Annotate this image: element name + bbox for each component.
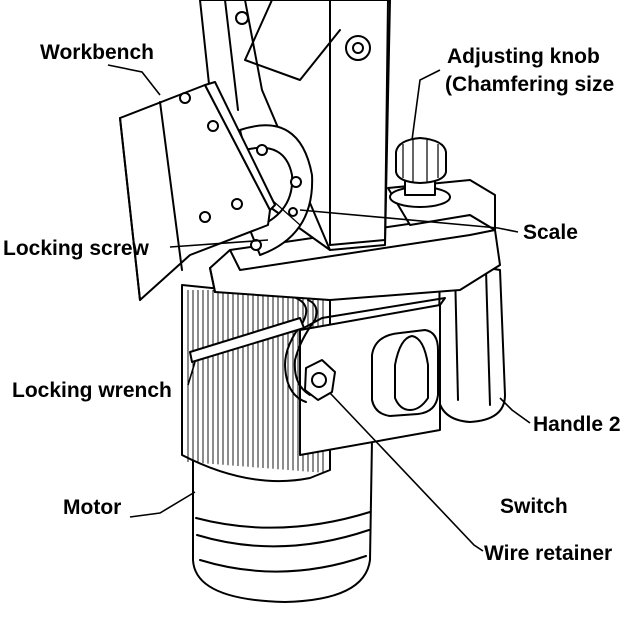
locking-wrench xyxy=(189,317,305,363)
leader-lines xyxy=(107,64,531,552)
label-switch: Switch xyxy=(500,495,568,518)
label-locking-wrench: Locking wrench xyxy=(12,379,172,402)
cable xyxy=(284,297,318,403)
adjusting-knob xyxy=(389,137,451,208)
scale-disk xyxy=(239,124,314,256)
label-handle-2: Handle 2 xyxy=(533,413,620,436)
label-scale: Scale xyxy=(523,221,578,244)
motor-housing xyxy=(192,439,373,603)
wire-retainer xyxy=(304,359,336,401)
label-motor: Motor xyxy=(63,496,122,519)
switch-box xyxy=(299,297,446,456)
label-locking-screw: Locking screw xyxy=(3,237,149,260)
label-workbench: Workbench xyxy=(40,41,154,64)
label-chamfering-size: (Chamfering size xyxy=(445,73,615,96)
label-wire-retainer: Wire retainer xyxy=(484,542,613,565)
motor-fins xyxy=(181,284,331,483)
upper-frame xyxy=(199,0,391,251)
workbench-plate xyxy=(119,81,276,301)
label-adjusting-knob: Adjusting knob xyxy=(447,45,600,68)
